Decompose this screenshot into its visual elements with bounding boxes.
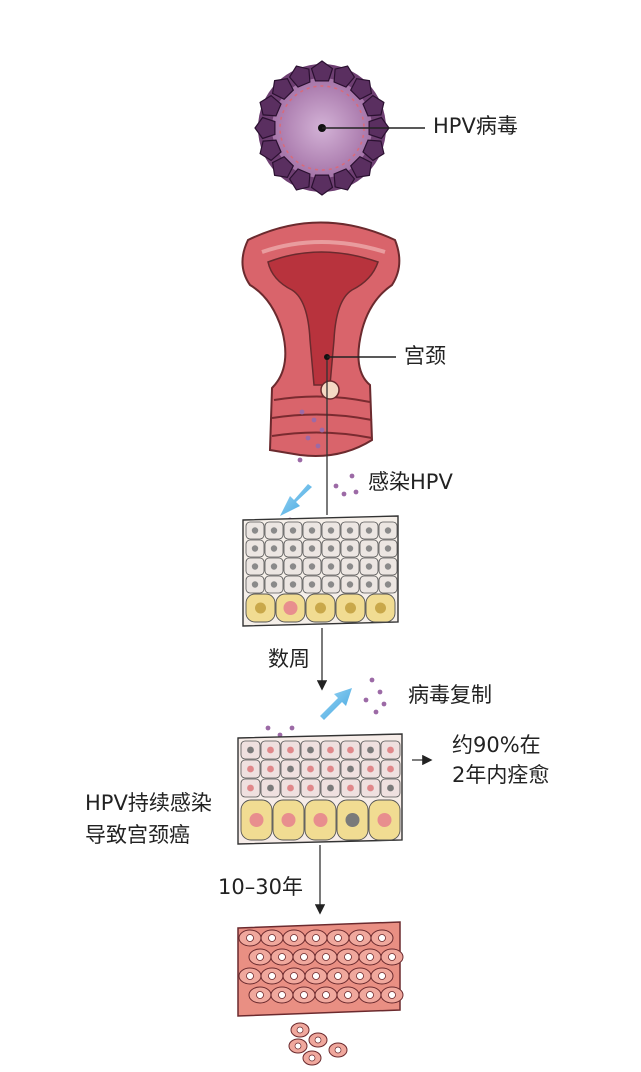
clearance-label-line1: 约90%在	[452, 733, 541, 757]
hpv-virus-label: HPV病毒	[433, 114, 518, 138]
hpv-virus-illustration	[254, 60, 425, 196]
infection-blue-arrow	[280, 484, 312, 516]
persistent-infection-label-line2: 导致宫颈癌	[85, 823, 190, 847]
weeks-label: 数周	[268, 647, 310, 671]
tissue-block-early-infection	[242, 515, 399, 627]
cervix-lesion	[320, 380, 340, 400]
virus-capsomeres	[254, 60, 390, 196]
tissue-block-replication	[237, 733, 403, 845]
replication-blue-arrow	[320, 688, 352, 720]
infection-label: 感染HPV	[368, 470, 453, 494]
persistent-infection-label-line1: HPV持续感染	[85, 791, 212, 815]
clearance-label-line2: 2年内痊愈	[452, 763, 550, 787]
cervix-label: 宫颈	[404, 344, 446, 368]
tissue-block-cancer	[237, 921, 404, 1066]
uterus-illustration	[241, 221, 401, 457]
years-label: 10–30年	[218, 875, 303, 899]
replication-label: 病毒复制	[408, 683, 492, 707]
